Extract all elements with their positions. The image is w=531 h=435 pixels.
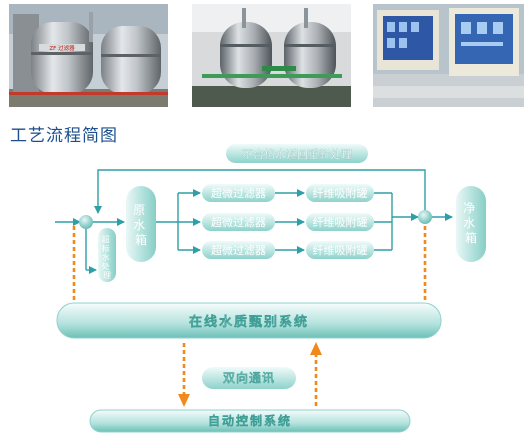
filter-tanks-photo-2	[192, 4, 351, 107]
return-label: 不合格水返回重新处理	[242, 147, 352, 161]
ultra-filter-label: 超微过滤器	[211, 243, 266, 257]
clean-tank-char-3: 箱	[465, 230, 477, 245]
overflow-char-3: 水	[102, 252, 110, 262]
tank-label-text: ZF 过滤器	[49, 44, 75, 52]
return-loop-line	[94, 169, 426, 217]
auto-control-system-bar: 自动控制系统	[89, 409, 411, 433]
fiber-tank-label: 纤维吸附罐	[313, 215, 368, 229]
raw-water-tank-box: 原 水 箱	[126, 186, 156, 262]
ultra-filter-3: 超微过滤器	[202, 241, 275, 259]
outlet-junction-node	[418, 210, 432, 224]
overflow-char-4: 处	[102, 261, 110, 271]
clean-tank-char-2: 水	[463, 216, 475, 230]
overflow-char-1: 超	[102, 234, 110, 244]
two-way-comm-box: 双向通讯	[202, 367, 296, 389]
monitoring-system-label: 在线水质甄别系统	[189, 314, 309, 330]
sensor-dashed-lines	[72, 226, 427, 301]
online-monitoring-system-bar: 在线水质甄别系统	[56, 302, 442, 339]
overflow-char-2: 标	[102, 243, 110, 253]
inlet-lines	[55, 218, 125, 274]
section-title: 工艺流程简图	[10, 126, 118, 146]
return-label-box: 不合格水返回重新处理	[226, 144, 368, 163]
process-flow-diagram: 不合格水返回重新处理 超 标 水 处 理 原 水 箱	[55, 144, 486, 433]
filter-tanks-photo-1: ZF 过滤器	[9, 4, 168, 107]
control-monitors-photo	[373, 4, 524, 107]
fiber-tank-label: 纤维吸附罐	[313, 243, 368, 257]
clean-water-tank-box: 净 水 箱	[456, 186, 486, 262]
inlet-junction-node	[79, 215, 93, 229]
raw-tank-char-1: 原	[133, 203, 145, 217]
ultra-filter-label: 超微过滤器	[211, 186, 266, 200]
overflow-char-5: 理	[103, 271, 111, 280]
fiber-tank-2: 纤维吸附罐	[306, 213, 374, 231]
ultra-filter-label: 超微过滤器	[211, 215, 266, 229]
auto-control-label: 自动控制系统	[208, 413, 292, 428]
clean-tank-char-1: 净	[463, 201, 475, 215]
fiber-tank-1: 纤维吸附罐	[306, 184, 374, 202]
comm-arrows	[178, 342, 322, 407]
overflow-label: 超 标 水 处 理	[102, 234, 113, 280]
raw-tank-label: 原 水 箱	[133, 203, 149, 247]
overflow-treatment-box: 超 标 水 处 理	[98, 228, 116, 282]
ultra-filter-2: 超微过滤器	[202, 213, 275, 231]
ultra-filter-1: 超微过滤器	[202, 184, 275, 202]
clean-tank-label: 净 水 箱	[463, 201, 479, 245]
raw-tank-char-2: 水	[133, 218, 145, 232]
fiber-tank-3: 纤维吸附罐	[306, 241, 374, 259]
branch-lines	[156, 189, 453, 254]
raw-tank-char-3: 箱	[135, 232, 147, 247]
fiber-tank-label: 纤维吸附罐	[313, 186, 368, 200]
two-way-comm-label: 双向通讯	[223, 370, 275, 385]
